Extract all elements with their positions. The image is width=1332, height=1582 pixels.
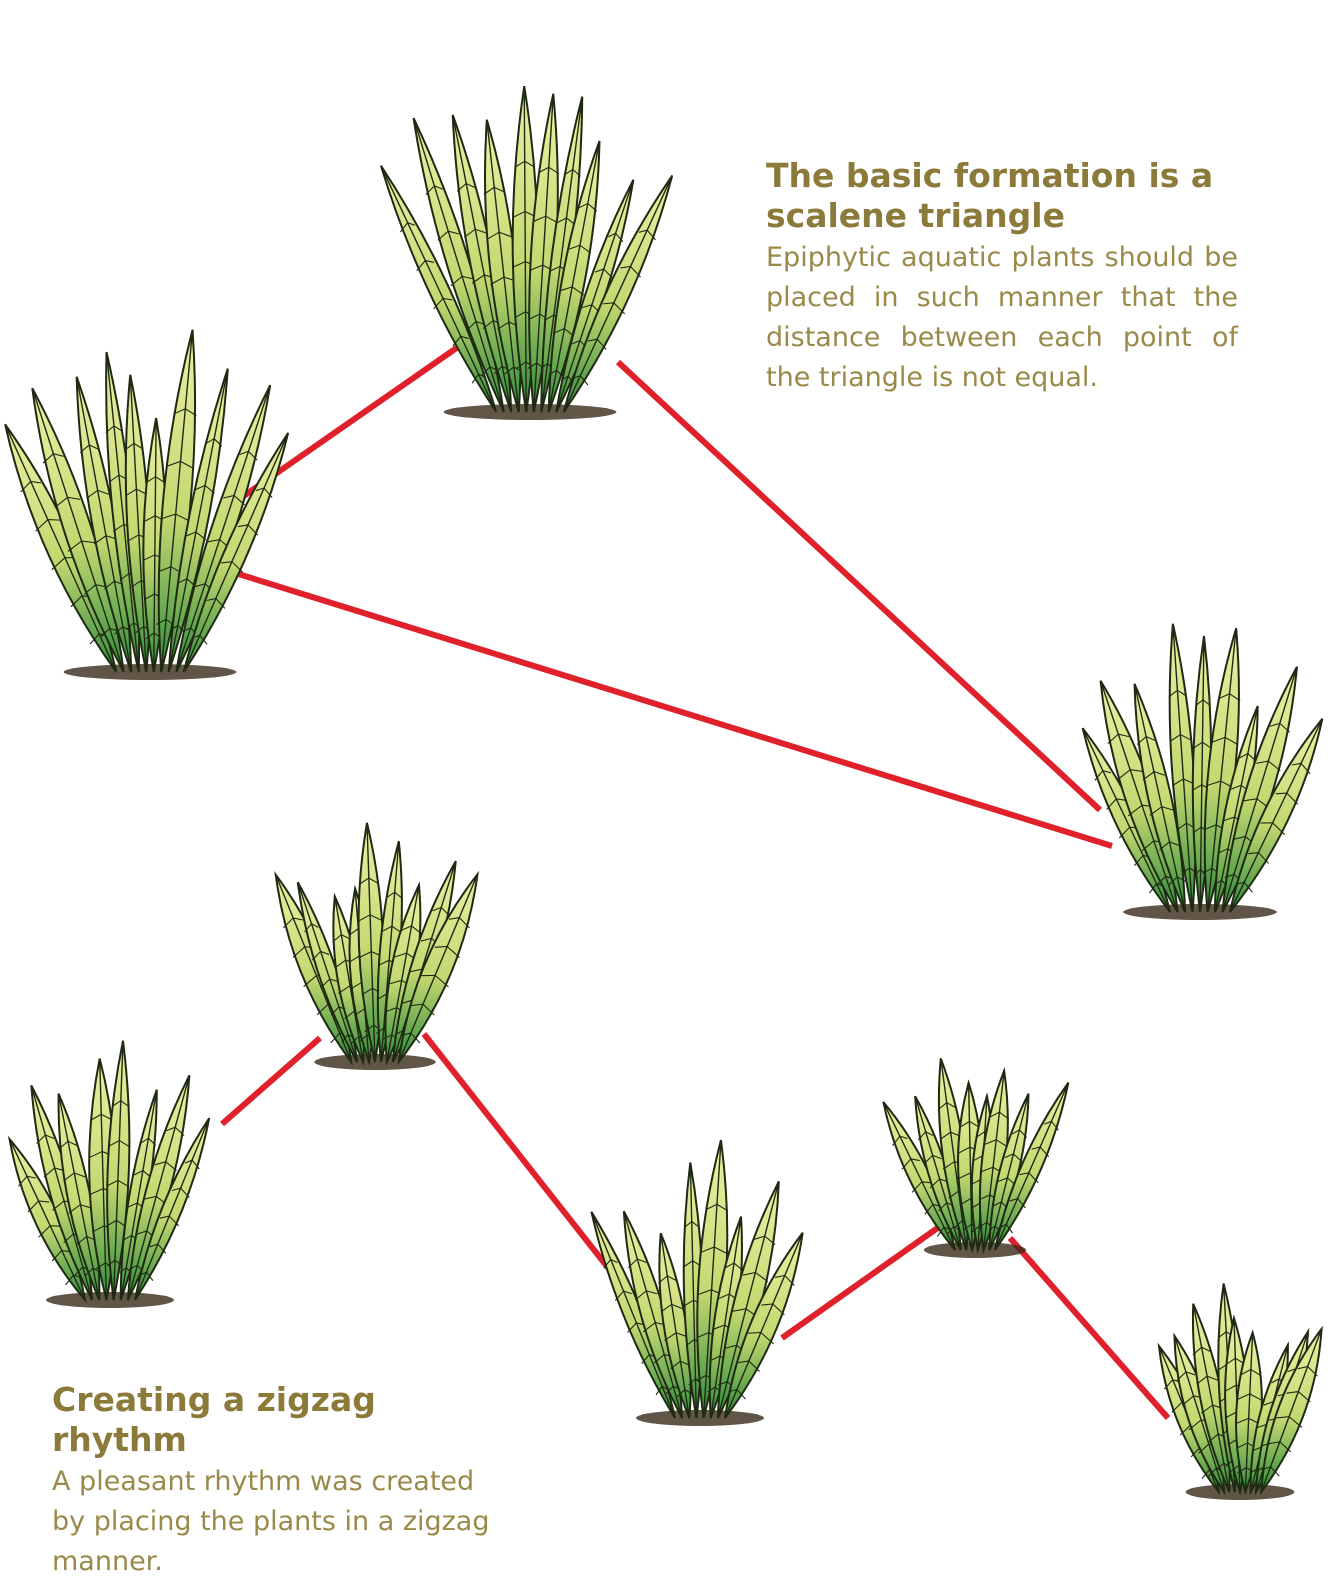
plant-zigzag-4-soil	[924, 1242, 1026, 1258]
zigzag-line-3	[782, 1222, 946, 1338]
triangle-line-left-right	[232, 572, 1112, 846]
triangle-heading: The basic formation is a scalene triangl…	[766, 156, 1238, 236]
plant-triangle-left-soil	[64, 664, 237, 680]
zigzag-description: A pleasant rhythm was created by placing…	[52, 1462, 512, 1582]
triangle-description: Epiphytic aquatic plants should be place…	[766, 238, 1238, 398]
zigzag-line-1	[222, 1038, 320, 1124]
triangle-connectors	[232, 340, 1112, 846]
zigzag-heading: Creating a zigzag rhythm	[52, 1380, 512, 1460]
plant-zigzag-1	[10, 1041, 210, 1308]
plant-triangle-left	[5, 330, 288, 680]
zigzag-line-2	[424, 1034, 624, 1288]
plant-zigzag-3	[591, 1140, 802, 1426]
plant-triangle-top-soil	[444, 404, 617, 420]
zigzag-caption: Creating a zigzag rhythm A pleasant rhyt…	[52, 1380, 512, 1582]
plant-zigzag-2	[276, 823, 478, 1070]
plant-zigzag-3-soil	[636, 1410, 764, 1426]
triangle-caption: The basic formation is a scalene triangl…	[766, 156, 1238, 398]
triangle-line-top-right	[618, 362, 1100, 810]
plant-zigzag-4	[883, 1058, 1068, 1258]
zigzag-line-4	[1010, 1238, 1168, 1418]
plant-zigzag-1-soil	[46, 1292, 174, 1308]
plant-zigzag-5	[1159, 1284, 1322, 1500]
plant-triangle-right	[1083, 624, 1323, 920]
